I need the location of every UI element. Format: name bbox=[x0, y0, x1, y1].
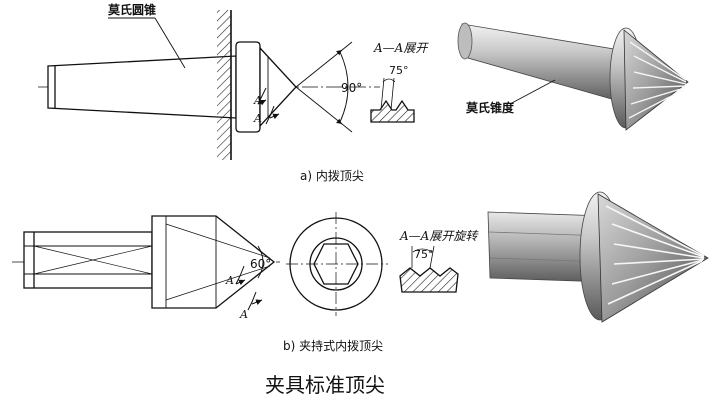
top-angle-90-label: 90° bbox=[341, 81, 362, 95]
bottom-3d-flutes bbox=[605, 205, 705, 305]
bottom-unfold-angle-label: 75° bbox=[414, 248, 434, 261]
top-2d-drawing bbox=[38, 10, 415, 160]
top-section-mark-a2: A bbox=[253, 112, 262, 125]
top-unfold-angle-label: 75° bbox=[389, 64, 409, 77]
caption-b: b) 夹持式内拨顶尖 bbox=[283, 338, 383, 353]
bottom-section-title: A—A展开旋转 bbox=[399, 229, 479, 243]
bottom-angle-60-label: 60° bbox=[250, 257, 271, 271]
top-3d-shank-end bbox=[457, 22, 473, 60]
bottom-2d-drawing bbox=[12, 212, 459, 316]
top-3d-render bbox=[457, 22, 689, 131]
bottom-section-arrow-2 bbox=[247, 291, 257, 311]
figure-title: 夹具标准顶尖 bbox=[265, 373, 385, 397]
top-section-mark-a1: A bbox=[253, 94, 262, 107]
top-unfold-profile bbox=[370, 99, 415, 123]
bottom-section-mark-a1: A bbox=[225, 274, 234, 287]
top-section-arrow-2 bbox=[265, 105, 275, 125]
top-morse-shank bbox=[47, 55, 237, 119]
top-morse-cone-label: 莫氏圆锥 bbox=[108, 2, 156, 17]
bottom-hex-shank bbox=[23, 231, 153, 289]
bottom-3d-render bbox=[487, 191, 709, 323]
bottom-3d-cone bbox=[597, 193, 709, 323]
top-angle-arc bbox=[339, 51, 349, 123]
bottom-unfold-profile bbox=[399, 267, 459, 293]
top-3d-shank bbox=[461, 23, 623, 103]
top-3d-leader bbox=[509, 79, 556, 105]
top-cone-tip bbox=[259, 46, 297, 128]
bottom-section-arrow-1 bbox=[235, 265, 245, 285]
bottom-angle-arc bbox=[257, 245, 264, 279]
bottom-section-mark-a2: A bbox=[239, 308, 248, 321]
top-morse-taper-3d-label: 莫氏锥度 bbox=[466, 100, 515, 115]
top-3d-cone bbox=[623, 29, 689, 131]
top-3d-flutes bbox=[628, 41, 687, 119]
caption-a: a) 内拨顶尖 bbox=[300, 169, 364, 183]
top-section-title: A—A展开 bbox=[373, 41, 429, 55]
top-support-wall-hatch bbox=[217, 10, 231, 160]
